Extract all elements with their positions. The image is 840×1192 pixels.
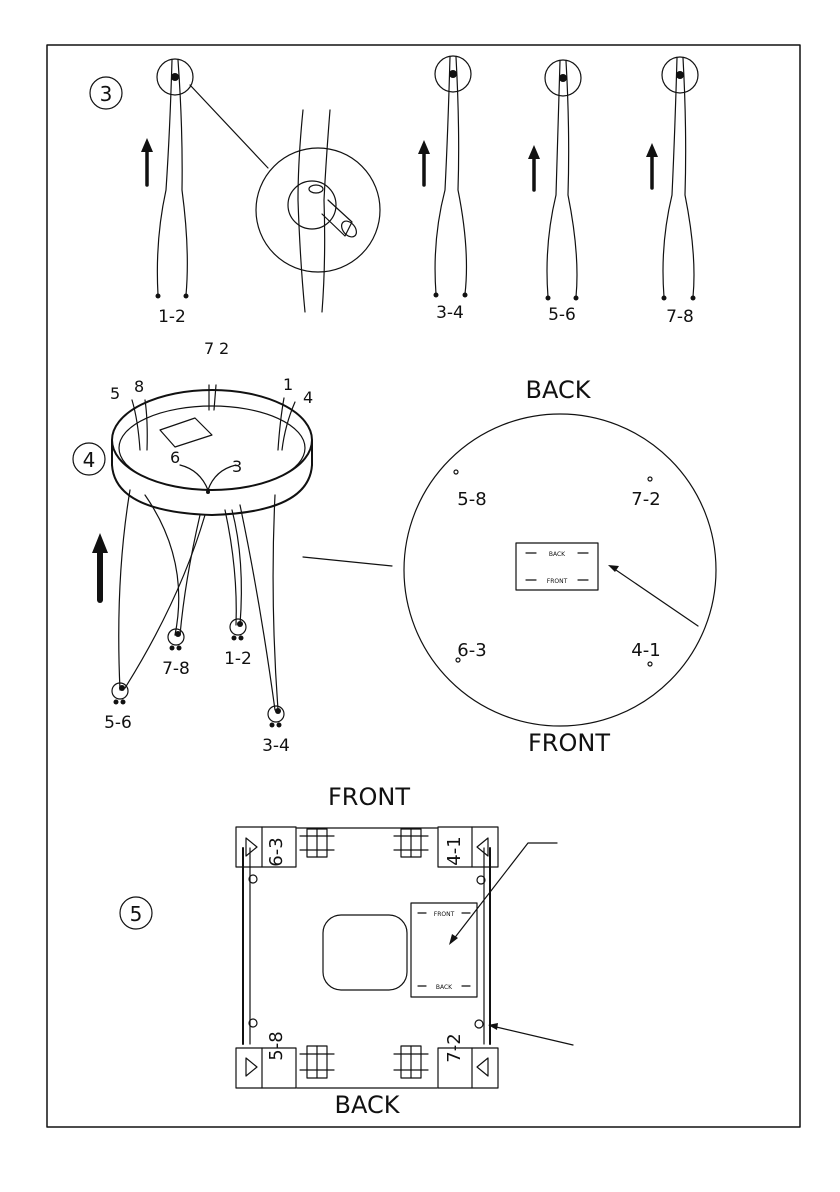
base-corner-4-1: 4-1 [444,836,465,865]
svg-text:5-6: 5-6 [104,713,132,733]
step-3-section: 3 1-2 [90,56,698,327]
ring-number-2: 2 [219,339,229,358]
ball-detail-magnifier [190,85,380,312]
base-corner-6-3: 6-3 [266,837,287,866]
ring-number-6: 6 [170,448,180,467]
connector-5-6: 5-6 [104,683,132,733]
ring-number-3: 3 [232,457,242,476]
base-front-label: FRONT [328,783,410,811]
svg-text:1-2: 1-2 [224,649,252,669]
base-corner-5-8: 5-8 [266,1031,287,1060]
plate-back-label: BACK [526,376,592,404]
ring-number-4: 4 [303,388,313,407]
plate-corner-7-2: 7-2 [631,489,660,510]
leader-line-step4 [303,557,392,566]
wire-group-1-2: 1-2 [141,59,193,327]
ring-number-8: 8 [134,377,144,396]
plate-corner-6-3: 6-3 [457,640,486,661]
svg-text:BACK: BACK [436,984,453,991]
wire-group-3-4: 3-4 [418,56,471,323]
svg-text:FRONT: FRONT [434,911,455,918]
plate-corner-4-1: 4-1 [631,640,660,661]
plate-corner-5-8: 5-8 [457,489,486,510]
step-5-number: 5 [130,902,143,926]
base-back-label: BACK [335,1091,401,1119]
round-plate: BACK FRONT 5-8 7-2 6-3 4-1 BACK FRONT [404,376,716,757]
wire-label-7-8: 7-8 [666,307,694,327]
wire-group-5-6: 5-6 [528,60,581,325]
svg-text:7-8: 7-8 [162,659,190,679]
step-4-number: 4 [83,448,96,472]
leader-line-sticker [453,843,557,940]
ring-number-1: 1 [283,375,293,394]
square-base: FRONT BACK 6-3 4-1 5-8 7-2 [236,827,498,1088]
ring-number-5: 5 [110,384,120,403]
svg-text:3-4: 3-4 [262,736,290,756]
step-3-number: 3 [100,82,113,106]
connector-1-2: 1-2 [224,619,252,669]
connector-7-8: 7-8 [162,629,190,679]
wire-group-7-8: 7-8 [646,57,698,327]
svg-text:BACK: BACK [549,551,566,558]
step-5-section: 5 FRONT BACK [120,783,573,1119]
base-corner-7-2: 7-2 [444,1033,465,1062]
ring-number-7: 7 [204,339,214,358]
step-4-section: 4 [73,339,716,757]
mounting-ring [112,385,312,710]
plate-front-label: FRONT [528,729,610,757]
wire-label-1-2: 1-2 [158,307,186,327]
leader-line-hole [492,1026,573,1045]
wire-label-5-6: 5-6 [548,305,576,325]
svg-text:FRONT: FRONT [547,578,568,585]
connector-3-4: 3-4 [262,706,290,756]
wire-label-3-4: 3-4 [436,303,464,323]
